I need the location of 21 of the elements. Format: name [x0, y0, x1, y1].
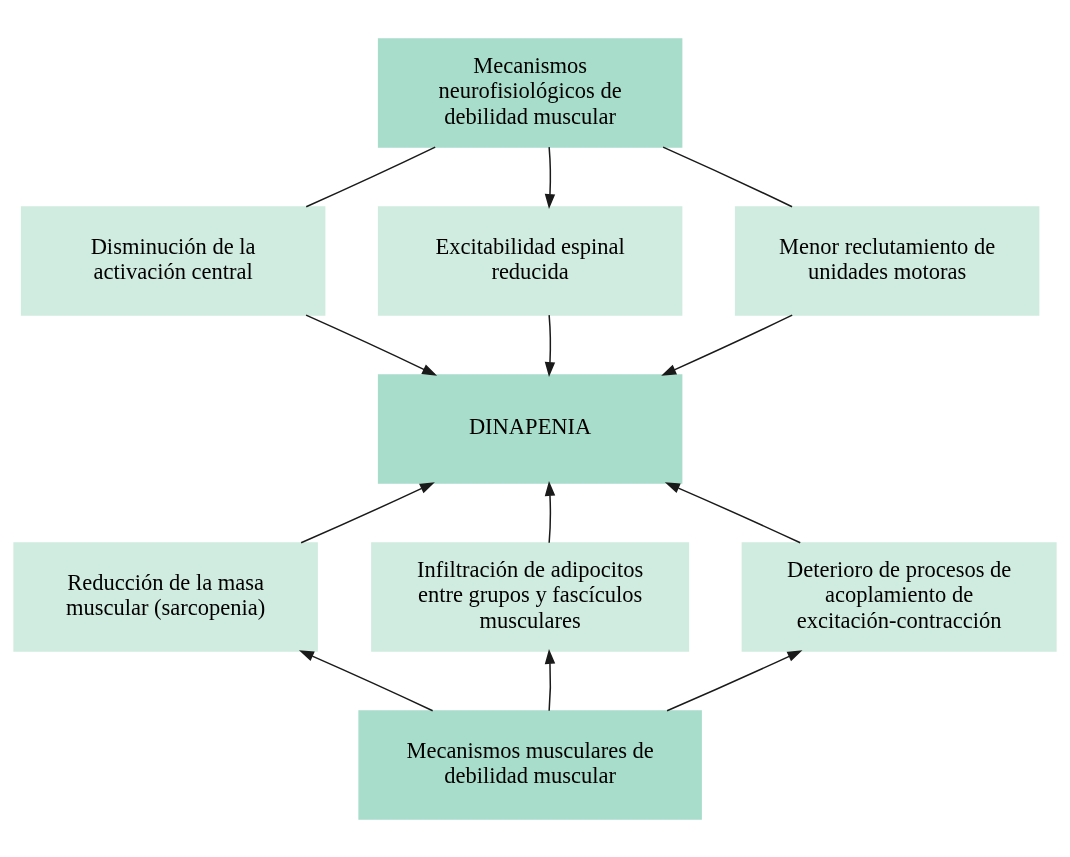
arrow: [298, 649, 434, 712]
arrow: [664, 481, 801, 544]
arrow: [661, 313, 793, 376]
node-box: Mecanismos neurofisiológicos de debilidad muscular: [377, 37, 683, 148]
node-box: Deterioro de procesos de acoplamiento de excitación-contracción: [741, 541, 1057, 652]
arrow: [300, 481, 435, 544]
node-box: DINAPENIA: [377, 373, 683, 484]
node-box: Menor reclutamiento de unidades motoras: [734, 205, 1040, 316]
connector: [305, 145, 436, 208]
arrow: [544, 648, 556, 712]
arrow: [666, 649, 803, 712]
node-box: Reducción de la masa muscular (sarcopenia): [13, 541, 318, 652]
connector: [662, 145, 793, 208]
node-box: Mecanismos musculares de debilidad muscular: [358, 709, 702, 820]
arrow: [305, 313, 438, 376]
node-box: Excitabilidad espinal reducida: [377, 205, 683, 316]
arrow: [544, 145, 556, 209]
arrow: [544, 313, 556, 377]
node-box: Infiltración de adipocitos entre grupos y fascículos musculares: [371, 541, 690, 652]
node-box: Disminución de la activación central: [20, 205, 326, 316]
arrow: [544, 480, 556, 544]
